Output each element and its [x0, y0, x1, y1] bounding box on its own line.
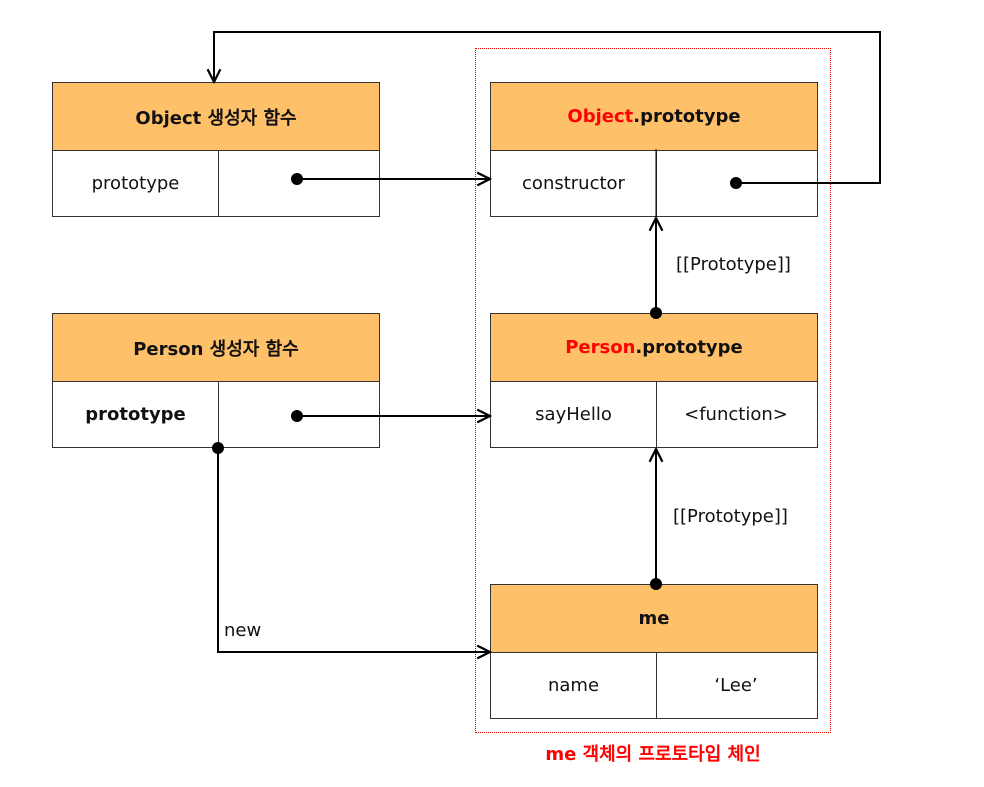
object-proto-constructor-back-arrow [214, 31, 881, 184]
proto-link-label-2: [[Prototype]] [673, 506, 788, 527]
object-constructor-title: Object 생성자 함수 [53, 83, 379, 151]
object-proto-constructor-dot [730, 177, 742, 189]
person-ctor-new-dot [212, 442, 224, 454]
person-prototype-title: Person.prototype [491, 314, 817, 382]
new-label: new [224, 620, 262, 641]
person-proto-link-dot [650, 307, 662, 319]
me-object-box: me name ‘Lee’ [490, 584, 818, 719]
me-proto-link-dot [650, 578, 662, 590]
prototype-chain-boundary [475, 48, 831, 733]
person-prototype-title-highlight: Person [565, 337, 636, 358]
me-object-name-key: name [491, 652, 657, 718]
person-constructor-box: Person 생성자 함수 prototype [52, 313, 380, 448]
person-ctor-prototype-dot [291, 410, 303, 422]
proto-link-label-1: [[Prototype]] [676, 254, 791, 275]
person-prototype-box: Person.prototype sayHello <function> [490, 313, 818, 448]
object-constructor-box: Object 생성자 함수 prototype [52, 82, 380, 217]
object-prototype-box: Object.prototype constructor [490, 82, 818, 217]
object-prototype-title: Object.prototype [491, 83, 817, 151]
person-prototype-sayhello-key: sayHello [491, 381, 657, 447]
prototype-chain-caption: me 객체의 프로토타입 체인 [545, 744, 761, 765]
person-prototype-title-rest: .prototype [635, 337, 743, 358]
object-prototype-title-highlight: Object [567, 106, 634, 127]
person-prototype-sayhello-value: <function> [684, 403, 788, 425]
object-constructor-prototype-key: prototype [53, 150, 219, 216]
me-object-title: me [491, 585, 817, 653]
person-constructor-title: Person 생성자 함수 [53, 314, 379, 382]
me-object-name-value: ‘Lee’ [714, 674, 758, 696]
new-arrow [217, 448, 490, 652]
object-prototype-title-rest: .prototype [633, 106, 741, 127]
object-ctor-prototype-dot [291, 173, 303, 185]
person-constructor-prototype-key: prototype [53, 381, 219, 447]
